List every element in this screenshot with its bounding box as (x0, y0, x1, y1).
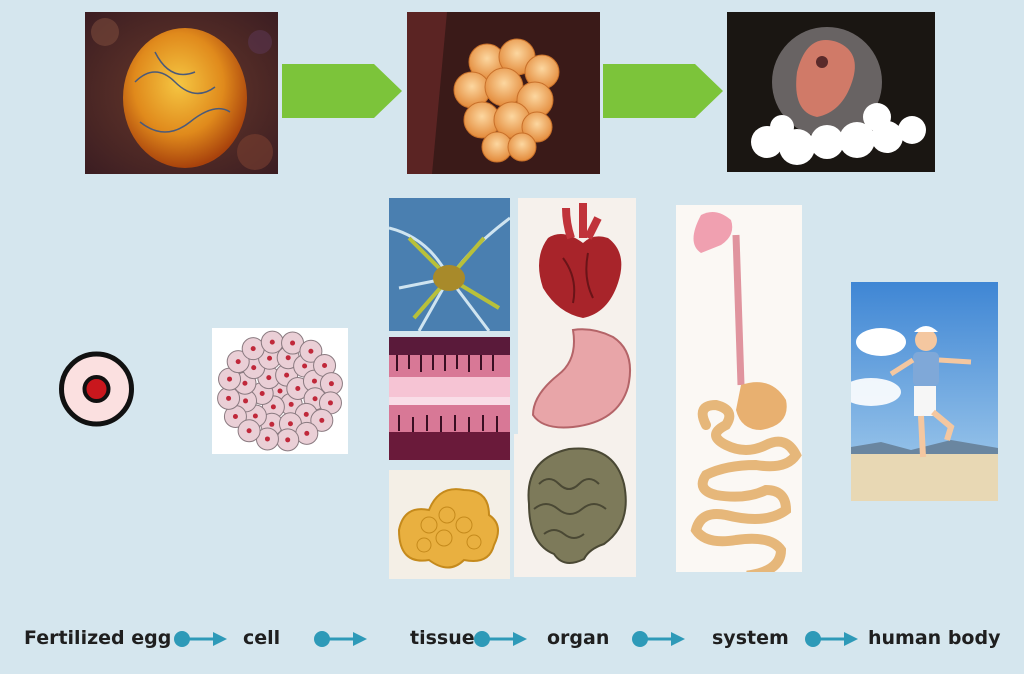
flow-step-fertilized-egg: Fertilized egg (24, 627, 172, 649)
muscle-tissue (389, 337, 510, 460)
green-arrow (603, 64, 723, 118)
brain-organ (514, 434, 636, 577)
stomach-organ (518, 322, 636, 434)
flow-step-tissue: tissue (410, 627, 475, 649)
flow-step-human-body: human body (868, 627, 1001, 649)
fat-tissue (389, 470, 510, 579)
flow-step-system: system (712, 627, 789, 649)
flow-step-organ: organ (547, 627, 610, 649)
morula-photo (407, 12, 600, 174)
nerve-tissue (389, 198, 510, 331)
cell-cluster-drawing (212, 328, 348, 454)
flow-arrow-icon (632, 631, 685, 647)
embryo-photo (727, 12, 935, 172)
flow-arrow-icon (174, 631, 227, 647)
fertilized-egg-photo (85, 12, 278, 174)
flow-step-cell: cell (243, 627, 281, 649)
green-arrow (282, 64, 402, 118)
flow-arrow-icon (314, 631, 367, 647)
child-jumping-photo (851, 282, 998, 501)
digestive-system (676, 205, 802, 572)
fertilized-egg-icon (59, 351, 134, 427)
flow-arrow-icon (805, 631, 858, 647)
flow-arrow-icon (474, 631, 527, 647)
heart-organ (518, 198, 636, 322)
